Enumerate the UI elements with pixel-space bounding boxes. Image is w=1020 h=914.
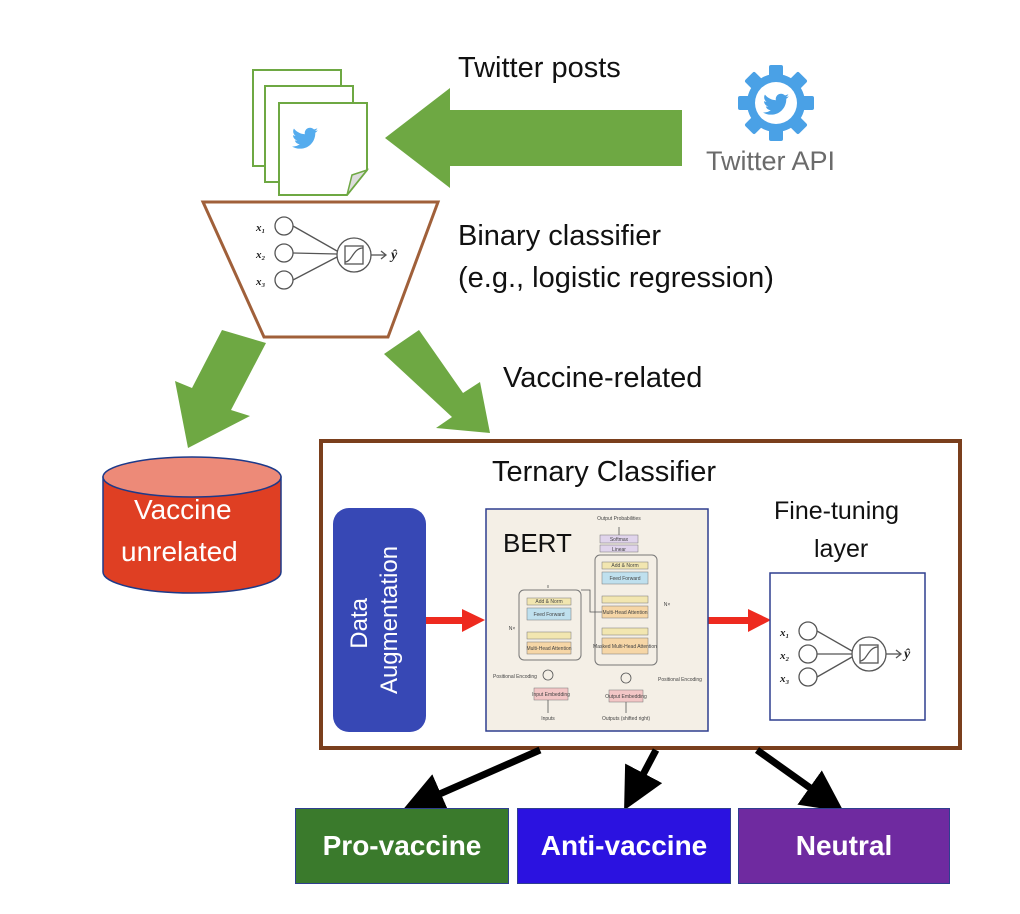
bert-dec-masked-mha-label: Masked Multi-Head Attention	[593, 644, 657, 650]
to-anti-vaccine-arrow	[624, 748, 663, 811]
finetune-x1-label: x₁	[779, 627, 789, 639]
binary-classifier-sublabel: (e.g., logistic regression)	[458, 262, 774, 294]
neutral-box: Neutral	[738, 808, 950, 884]
vaccine-related-label: Vaccine-related	[503, 362, 703, 394]
to-pro-vaccine-arrow	[402, 746, 542, 813]
binary-x1-label: x₁	[255, 222, 265, 234]
bert-enc-feedforward-label: Feed Forward	[533, 612, 564, 618]
pro-vaccine-label: Pro-vaccine	[322, 830, 482, 861]
bert-to-finetune-arrow	[708, 609, 771, 632]
bert-output-embedding-label: Output Embedding	[605, 694, 647, 700]
neutral-label: Neutral	[795, 830, 893, 861]
binary-neuron-diagram	[274, 216, 388, 290]
bert-dec-posenc-label: Positional Encoding	[658, 677, 702, 683]
bert-dec-addnorm-label: Add & Norm	[611, 563, 638, 569]
bert-transformer-diagram	[485, 508, 709, 732]
ternary-classifier-title: Ternary Classifier	[492, 456, 716, 488]
vaccine-unrelated-label-line2: unrelated	[121, 536, 238, 567]
bert-enc-mha-label: Multi-Head Attention	[526, 646, 571, 652]
fine-tuning-layer-box	[769, 572, 926, 721]
twitter-posts-arrow	[385, 88, 682, 188]
twitter-api-label: Twitter API	[706, 146, 836, 176]
fine-tuning-label: Fine-tuning	[774, 497, 900, 525]
unrelated-arrow	[175, 330, 266, 448]
twitter-bird-icon	[291, 127, 318, 149]
bert-inputs-label: Inputs	[541, 716, 555, 722]
twitter-posts-documents-icon	[252, 69, 370, 196]
twitter-api-gear-icon	[738, 65, 814, 141]
bert-enc-nx-label: N×	[509, 626, 516, 632]
finetune-x2-label: x₂	[779, 650, 790, 662]
binary-x2-label: x₂	[255, 249, 266, 261]
anti-vaccine-label: Anti-vaccine	[540, 830, 708, 861]
bert-softmax-label: Softmax	[610, 537, 629, 543]
anti-vaccine-box: Anti-vaccine	[517, 808, 731, 884]
finetune-neuron-diagram	[798, 621, 903, 687]
bert-enc-posenc-label: Positional Encoding	[493, 674, 537, 680]
data-augmentation-box	[333, 508, 426, 732]
bert-outputs-label: Outputs (shifted right)	[602, 716, 650, 722]
data-augmentation-label: Data Augmentation	[346, 546, 403, 694]
binary-classifier-label: Binary classifier	[458, 220, 662, 252]
binary-classifier-funnel	[200, 200, 441, 339]
binary-x3-label: x₃	[255, 276, 266, 288]
bert-title: BERT	[503, 528, 572, 558]
vaccine-unrelated-cylinder	[102, 456, 282, 594]
augmentation-to-bert-arrow	[426, 609, 485, 632]
bert-input-embedding-label: Input Embedding	[532, 692, 570, 698]
twitter-posts-label: Twitter posts	[458, 52, 621, 84]
bert-dec-feedforward-label: Feed Forward	[609, 576, 640, 582]
bert-linear-label: Linear	[612, 547, 626, 553]
bert-output-probabilities-label: Output Probabilities	[597, 516, 641, 522]
bert-dec-nx-label: N×	[664, 602, 671, 608]
bert-dec-mha-label: Multi-Head Attention	[602, 610, 647, 616]
to-neutral-arrow	[754, 747, 844, 812]
finetune-yhat-label: ŷ	[902, 647, 911, 662]
fine-tuning-sublabel: layer	[814, 535, 869, 563]
pro-vaccine-box: Pro-vaccine	[295, 808, 509, 884]
finetune-x3-label: x₃	[779, 673, 790, 685]
vaccine-unrelated-label-line1: Vaccine	[134, 494, 232, 525]
vaccine-related-arrow	[384, 330, 490, 433]
bert-enc-addnorm-label: Add & Norm	[535, 599, 562, 605]
binary-yhat-label: ŷ	[389, 248, 398, 263]
